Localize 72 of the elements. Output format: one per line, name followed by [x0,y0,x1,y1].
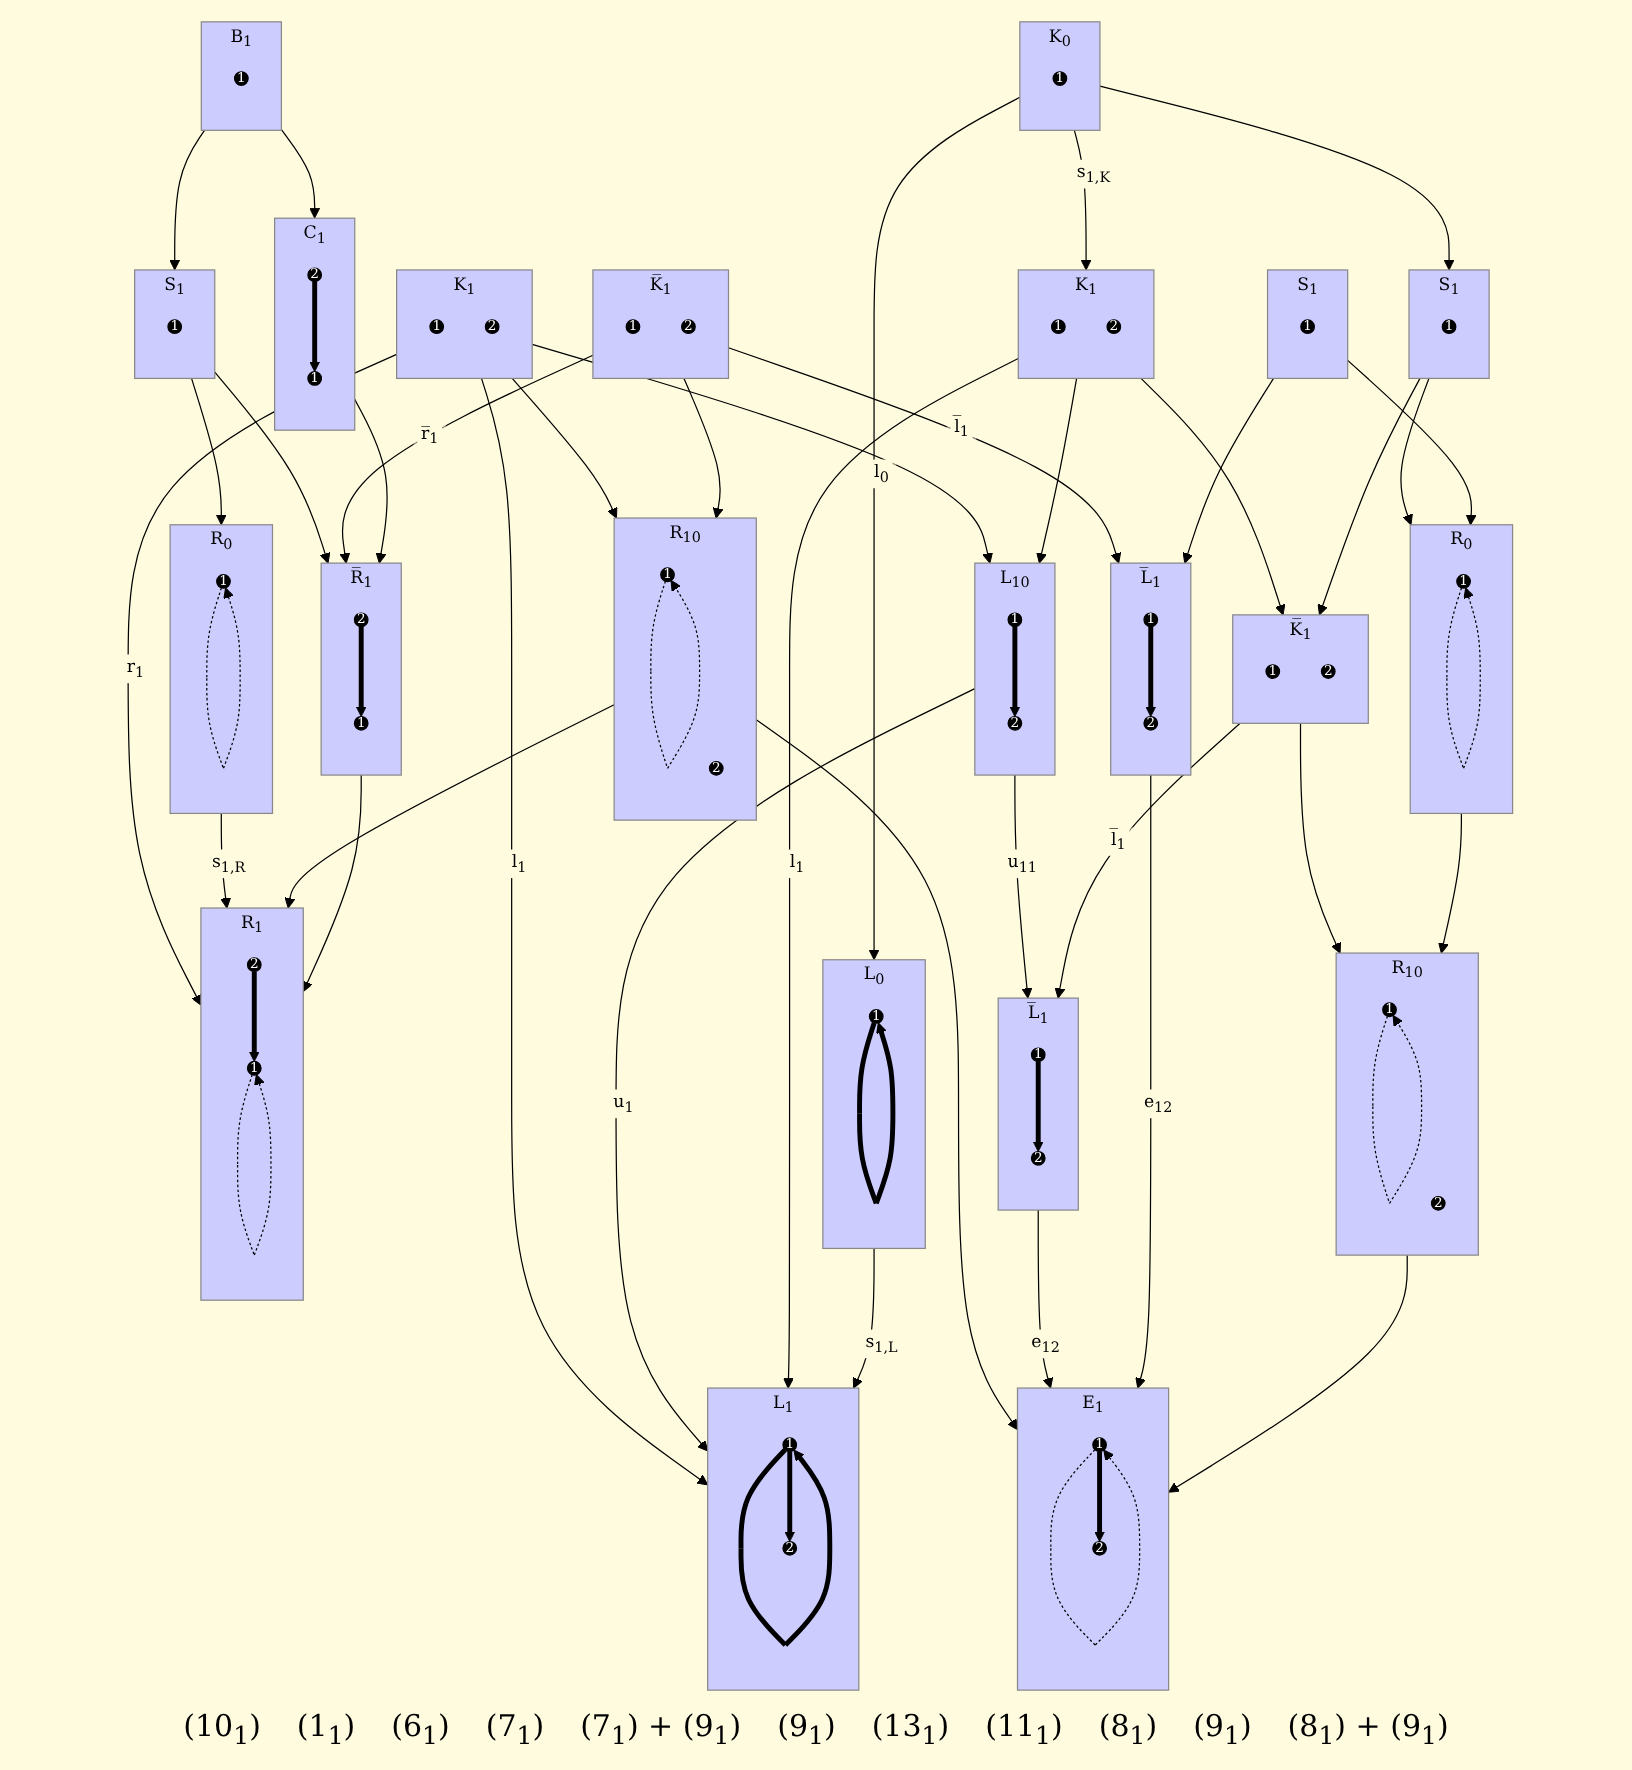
region-label: (13$_{1}$) [871,1708,950,1750]
arrow [1168,1254,1408,1493]
region-label: (9$_{1}$) [777,1708,836,1750]
arrow [206,587,241,769]
arrow [727,347,1122,564]
arrow [511,377,618,519]
arrow [339,354,594,564]
edge-label: r$_{1}$ [126,657,145,681]
arrow [302,774,362,992]
region-label: (1$_{1}$) [296,1708,356,1750]
arrow [309,281,321,373]
arrow [784,1451,796,1542]
region-label: (8$_{1}$) [1098,1708,1158,1750]
arrow [220,812,232,909]
edge-label: u$_{11}$ [1007,852,1037,876]
arrow [169,129,206,271]
arrow [1438,812,1462,954]
edge-label: s$_{1,L}$ [865,1332,898,1356]
arrow [237,1074,272,1256]
edge-label: r̅$_{1}$ [421,423,439,448]
edge-label: u$_{1}$ [613,1092,634,1116]
arrow [1347,359,1477,526]
arrow [1037,1209,1054,1389]
arrow [1135,774,1152,1389]
arrow [1050,1449,1141,1646]
edge-label: e$_{12}$ [1143,1092,1173,1116]
edge-label: l$_{1}$ [789,852,805,876]
arrow [284,704,615,909]
arrow [480,377,709,1486]
arrow [1400,377,1430,526]
edge-label: l$_{0}$ [874,462,889,486]
arrow [190,377,227,526]
region-label: (9$_{1}$) [1193,1708,1252,1750]
region-label: (8$_{1}$) + (9$_{1}$) [1287,1708,1449,1750]
region-label: (11$_{1}$) [985,1708,1063,1750]
arrow [650,580,701,769]
arrow [857,1022,896,1205]
region-label: (10$_{1}$) [183,1708,261,1750]
arrow [1299,722,1342,954]
edge-label: s$_{1,R}$ [211,852,246,876]
arrow [1094,1451,1105,1542]
arrow [1073,129,1092,271]
arrow [783,357,1019,1389]
edge-label: l$_{1}$ [511,852,527,876]
edge-label: e$_{12}$ [1031,1332,1060,1356]
arrow [248,971,260,1062]
arrow [531,343,993,564]
arrow [852,1247,875,1389]
edge-label: l̅$_{1}$ [954,416,969,440]
arrow [1014,774,1033,999]
arrow [1372,1015,1423,1204]
edge-label: s$_{1,K}$ [1076,162,1111,186]
arrow [1446,587,1481,769]
arrow [755,719,1018,1431]
arrow [1009,626,1021,718]
edge-label: l̅$_{1}$ [1110,829,1126,853]
region-label: (7$_{1}$) [485,1708,545,1750]
arrow [355,626,367,718]
arrow [1182,377,1275,564]
arrow [354,398,388,564]
arrow [1140,377,1286,616]
arrow [1036,377,1078,564]
arrow [1099,85,1455,271]
arrow [280,129,321,219]
region-label: (6$_{1}$) [391,1708,450,1750]
arrow [683,377,724,519]
region-label: (7$_{1}$) + (9$_{1}$) [580,1708,742,1750]
arrow [1054,722,1241,999]
arrow [1145,626,1157,718]
arrow [738,1448,833,1647]
arrow [1032,1061,1044,1153]
arrow [1317,377,1421,616]
